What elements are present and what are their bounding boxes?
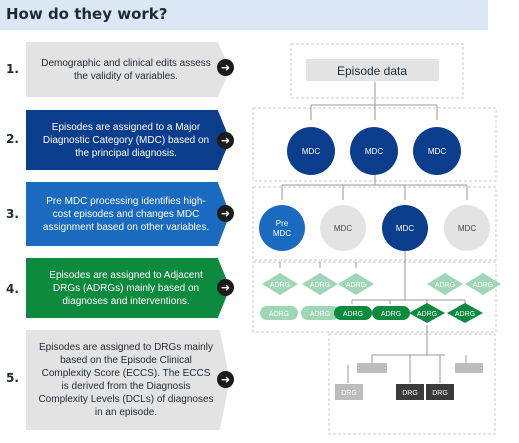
mdc-label: MDC	[302, 147, 320, 156]
adrg-label: ADRG	[346, 282, 366, 289]
step-1-number: 1.	[6, 62, 19, 76]
drg-label: DRG	[402, 390, 418, 397]
pre-mdc-label: MDC	[273, 229, 291, 238]
step-2-text: Episodes are assigned to a Major Diagnos…	[42, 121, 210, 159]
step-2-box: Episodes are assigned to a Major Diagnos…	[26, 110, 230, 170]
section-title: How do they work?	[6, 5, 168, 23]
episode-data-box	[306, 59, 439, 81]
adrg-row-light: ADRG ADRG ADRG ADRG ADRG ADRG ADRG	[260, 273, 501, 320]
adrg-node	[465, 273, 501, 295]
adrg-label: ADRG	[269, 311, 289, 318]
adrg-node	[447, 303, 483, 323]
step-5-box: Episodes are assigned to DRGs mainly bas…	[26, 330, 230, 430]
section-header: How do they work?	[0, 0, 488, 30]
drg-label: DRG	[341, 390, 357, 397]
step-5-number: 5.	[6, 371, 19, 385]
step-4-text: Episodes are assigned to Adjacent DRGs (…	[49, 269, 203, 307]
step-5-text: Episodes are assigned to DRGs mainly bas…	[38, 342, 214, 418]
adrg-label: ADRG	[343, 311, 363, 318]
pre-mdc-node	[259, 205, 305, 251]
step-4-arrow-icon: ➜	[217, 279, 234, 296]
adrg-label: ADRG	[310, 282, 330, 289]
step-2-arrow-icon: ➜	[217, 132, 234, 149]
adrg-node	[260, 306, 298, 320]
mdc-row-1: MDC MDC MDC	[287, 127, 461, 175]
episode-data-label: Episode data	[337, 64, 407, 78]
adrg-row-dark: ADRG ADRG ADRG ADRG	[334, 303, 483, 323]
step-3-box: Pre MDC processing identifies high-cost …	[26, 182, 230, 246]
step-4-number: 4.	[6, 282, 19, 296]
step-1-arrow-icon: ➜	[217, 59, 234, 76]
adrg-label: ADRG	[417, 311, 437, 318]
drg-node	[426, 384, 454, 400]
adrg-label: ADRG	[435, 282, 455, 289]
mdc-node	[413, 127, 461, 175]
pre-mdc-label: Pre	[276, 219, 289, 228]
drg-row: DRG DRG DRG	[335, 363, 483, 400]
adrg-label: ADRG	[270, 282, 290, 289]
mdc-node	[320, 205, 366, 251]
step-3-number: 3.	[6, 207, 19, 221]
step-2-number: 2.	[6, 132, 19, 146]
step-4-box: Episodes are assigned to Adjacent DRGs (…	[26, 258, 230, 318]
adrg-node	[427, 273, 463, 295]
adrg-node	[409, 303, 445, 323]
mdc-label: MDC	[396, 224, 414, 233]
drg-node	[396, 384, 424, 400]
adrg-label: ADRG	[381, 311, 401, 318]
mdc-node	[382, 205, 428, 251]
mdc-label: MDC	[334, 224, 352, 233]
drg-label: DRG	[432, 390, 448, 397]
pre-mdc-frame	[252, 186, 497, 261]
adrg-label: ADRG	[310, 311, 330, 318]
adrg-node	[372, 306, 410, 320]
adrg-node	[262, 273, 298, 295]
mdc-node	[350, 127, 398, 175]
adrg-node	[334, 306, 372, 320]
step-1-box: Demographic and clinical edits assess th…	[26, 42, 230, 97]
drg-node-partial	[357, 363, 387, 373]
episode-frame	[290, 43, 464, 99]
adrg-label: ADRG	[473, 282, 493, 289]
drg-node	[335, 384, 363, 400]
step-5-arrow-icon: ➜	[217, 371, 234, 388]
mdc-label: MDC	[458, 224, 476, 233]
step-3-text: Pre MDC processing identifies high-cost …	[42, 195, 210, 233]
adrg-node	[338, 273, 374, 295]
mdc-node	[287, 127, 335, 175]
drg-node-partial	[455, 363, 483, 373]
step-3-arrow-icon: ➜	[217, 205, 234, 222]
adrg-frame	[252, 261, 497, 333]
mdc-label: MDC	[428, 147, 446, 156]
step-1-text: Demographic and clinical edits assess th…	[41, 57, 211, 82]
mdc-label: MDC	[365, 147, 383, 156]
mdc-row-2: Pre MDC MDC MDC MDC	[259, 205, 490, 251]
adrg-label: ADRG	[455, 311, 475, 318]
adrg-node	[301, 306, 339, 320]
adrg-node	[302, 273, 338, 295]
drg-frame	[328, 333, 496, 435]
mdc-node	[444, 205, 490, 251]
